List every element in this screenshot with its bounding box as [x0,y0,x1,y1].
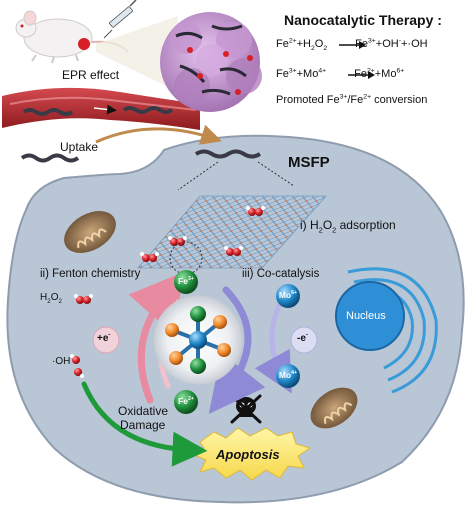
therapy-title: Nanocatalytic Therapy : [284,12,442,28]
mo6-ion-label: Mo6+ [278,290,298,300]
hydroxyl-radical-icon [70,354,84,378]
mo6-ion-sphere [276,284,300,308]
apoptosis-label: Apoptosis [216,447,280,462]
oxidative-label: Oxidative [118,404,169,418]
blood-vessel [2,87,200,130]
reaction-arrows [339,41,375,79]
nanosheet-outside [20,153,80,163]
fe2-ion-label: Fe2+ [178,396,194,406]
mo-center-atom [189,331,207,349]
cocatalysis-cycle-arrow [208,286,266,415]
ligand-atoms [165,315,231,365]
plus-electron-label: +e- [97,331,111,344]
fe3-ion-sphere [174,270,198,294]
nucleus-label: Nucleus [346,310,386,322]
zoom-lines [177,161,295,191]
flow-arrow [93,104,117,115]
h2o2-molecules-on-lattice [140,206,265,262]
uptake-arrow [95,124,222,145]
mo4-ion-label: Mo4+ [278,370,298,380]
minus-electron-label: -e- [297,331,308,344]
tumor-icon [160,12,262,112]
mitochondrion-icon [64,211,116,253]
h2o2-label: H2O2 [40,292,62,305]
syringe-icon [103,0,137,39]
equation-2: Fe3++Mo4+Fe2++Mo6+ [276,67,405,80]
fenton-chemistry-label: ii) Fenton chemistry [40,268,141,280]
uptake-label: Uptake [60,140,99,154]
nanosheet-inside [194,149,262,159]
apoptosis-burst [190,427,312,481]
nanosheet-in-vessel [22,106,174,116]
injection-beam [96,16,178,92]
nucleus-icon [335,281,405,351]
equation-3: Promoted Fe3+/Fe2+ conversion [276,93,428,106]
co-catalysis-label: iii) Co-catalysis [242,268,320,280]
fe-center-atom [190,358,206,374]
fe3-ion-label: Fe3+ [178,276,194,286]
hydroxyl-label: ·OH [52,356,71,367]
fenton-cycle-arrow [128,270,187,404]
apoptosis-arrow [81,381,208,467]
damage-label: Damage [120,418,166,432]
msfp-label: MSFP [288,154,330,171]
minus-electron-bubble [290,326,318,354]
plus-electron-bubble [92,326,120,354]
h2o2-molecule-icon [74,294,93,304]
mo-cycle-arrow [254,295,292,394]
msfp-lattice [137,195,327,269]
fe2-ion-sphere [174,390,198,414]
fe-center-atom [190,306,206,322]
epr-effect-label: EPR effect [62,68,120,82]
mitochondrion-icon [310,387,358,429]
mo4-ion-sphere [276,364,300,388]
h2o2-adsorption-label: i) H2O2 adsorption [300,218,396,235]
